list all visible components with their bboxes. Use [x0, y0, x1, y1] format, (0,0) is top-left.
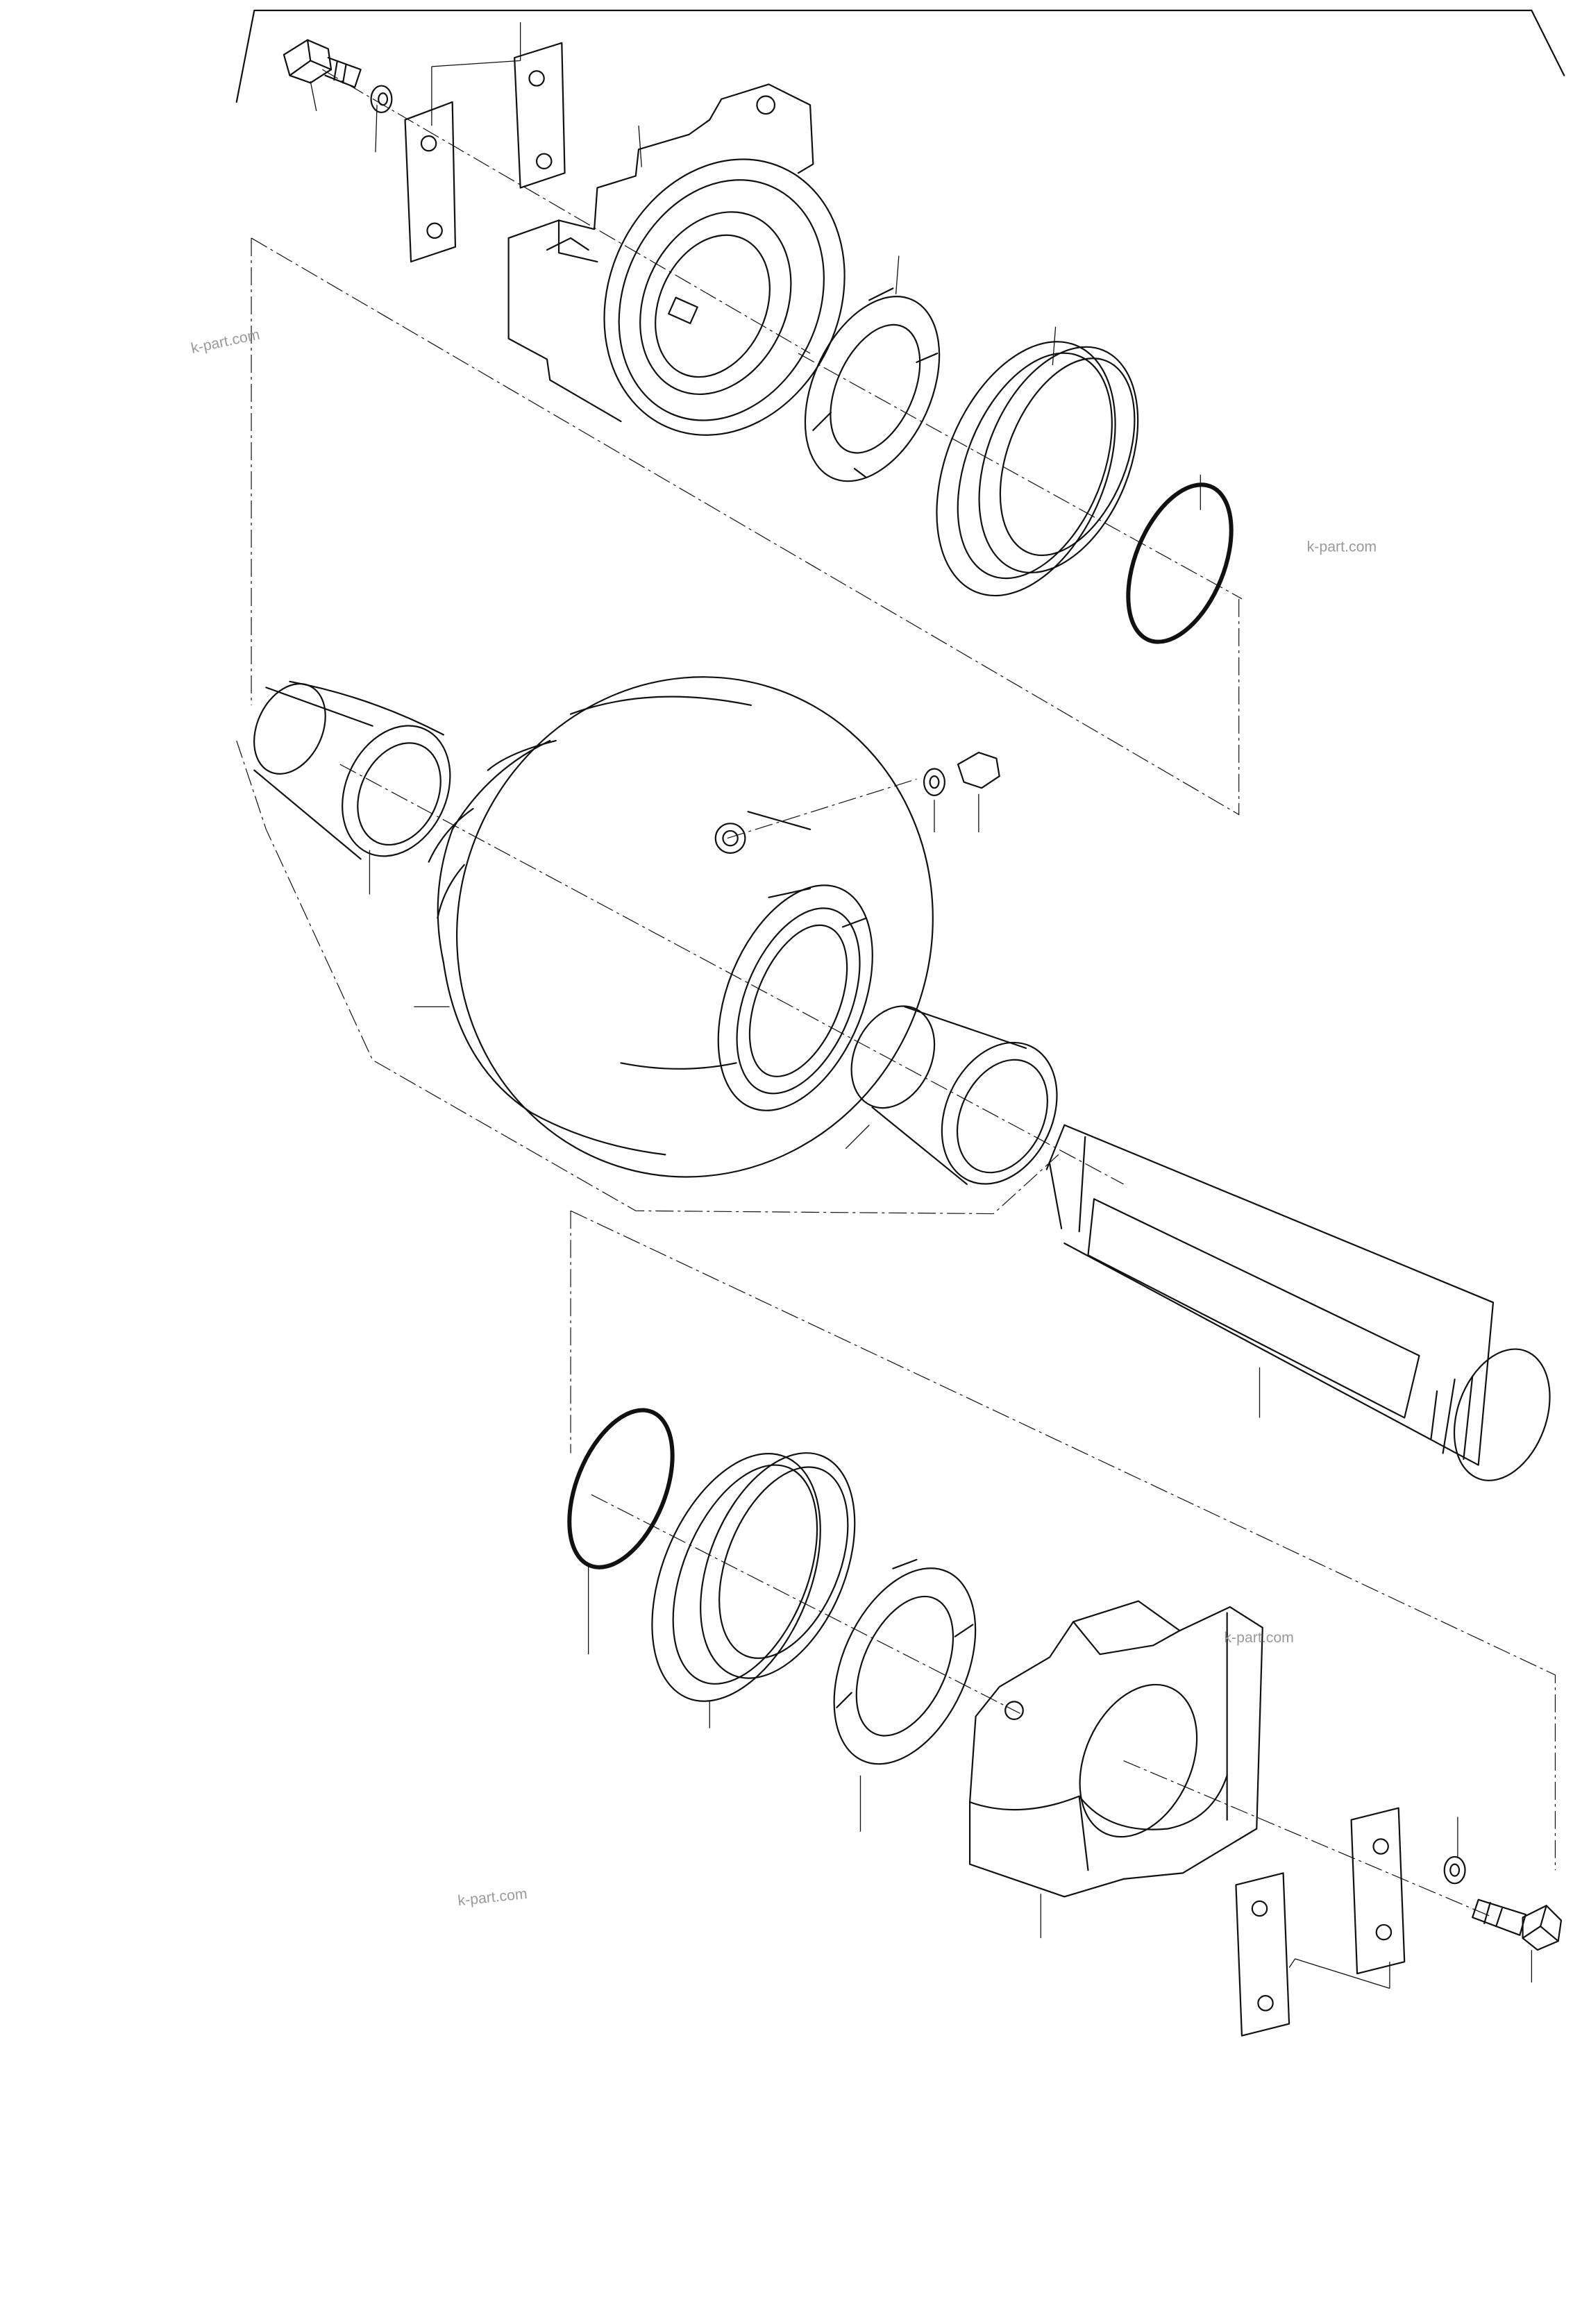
- plug-and-washer: [924, 752, 1000, 795]
- plate-top-front: [405, 102, 455, 262]
- roller-shell: [392, 615, 998, 1239]
- watermark-1: k-part.com: [190, 326, 261, 357]
- bracket-housing-bottom: [970, 1601, 1263, 1897]
- collar-bottom: [806, 1547, 1004, 1786]
- plate-top-back: [514, 43, 564, 188]
- o-ring-top: [1108, 470, 1252, 657]
- leader-lines: [310, 22, 1531, 1989]
- o-ring-bottom: [549, 1395, 693, 1582]
- roller-shaft: [1047, 1125, 1567, 1494]
- collar-top: [779, 276, 966, 502]
- washer-top: [371, 86, 392, 112]
- bracket-housing-top: [509, 84, 888, 473]
- top-frame-line: [237, 10, 1564, 102]
- bolt-top: [284, 40, 361, 87]
- watermarks: k-part.com k-part.com k-part.com k-part.…: [190, 326, 1377, 1910]
- centerlines: [237, 69, 1556, 1917]
- watermark-3: k-part.com: [1224, 1629, 1294, 1646]
- watermark-2: k-part.com: [1307, 538, 1377, 555]
- plate-bottom-back: [1236, 1873, 1289, 2035]
- floating-seal-bottom: [619, 1429, 885, 1726]
- bolt-bottom: [1472, 1900, 1561, 1950]
- watermark-4: k-part.com: [457, 1885, 528, 1909]
- washer-bottom: [1445, 1857, 1465, 1883]
- bushing-right: [836, 993, 1079, 1203]
- plate-bottom-front: [1352, 1808, 1405, 1974]
